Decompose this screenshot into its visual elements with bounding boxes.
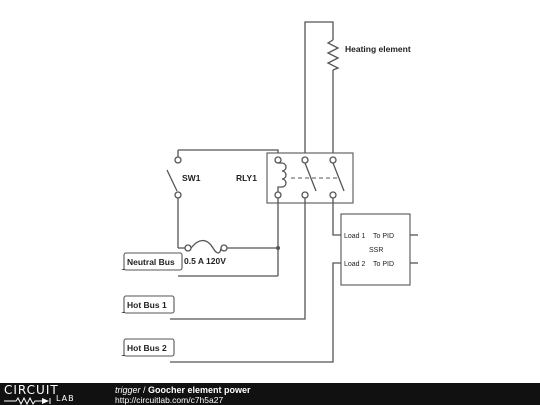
heating-element-resistor bbox=[326, 39, 340, 71]
neutral-bus-label: Neutral Bus bbox=[127, 257, 175, 267]
footer-separator: / bbox=[140, 385, 149, 395]
rly1-label: RLY1 bbox=[236, 173, 257, 183]
ssr-block bbox=[340, 213, 418, 286]
footer-url-link[interactable]: http://circuitlab.com/c7h5a27 bbox=[115, 395, 224, 405]
hot-bus-1-wire bbox=[170, 198, 306, 320]
ssr-load1-wire bbox=[332, 198, 341, 236]
rly1-relay bbox=[266, 152, 354, 204]
footer-bar: CIRCUIT LAB trigger / Goocher element po… bbox=[0, 383, 540, 405]
logo-resistor-icon bbox=[4, 397, 51, 405]
ssr-label: SSR bbox=[369, 247, 383, 254]
fuse-label: 0.5 A 120V bbox=[184, 256, 226, 266]
ssr-load2-label: Load 2 bbox=[344, 261, 366, 268]
sw1-switch bbox=[166, 149, 279, 248]
neutral-bus-tag: Neutral Bus bbox=[121, 252, 183, 271]
fuse bbox=[178, 239, 278, 254]
junction-dot bbox=[276, 246, 280, 250]
hot-bus-2-label: Hot Bus 2 bbox=[127, 343, 167, 353]
logo-text-bottom: LAB bbox=[56, 394, 75, 403]
footer-circuit-name[interactable]: Goocher element power bbox=[148, 385, 251, 395]
heating-element-label: Heating element bbox=[345, 44, 411, 54]
ssr-to-pid-top: To PID bbox=[373, 233, 394, 240]
hot-bus-2-tag: Hot Bus 2 bbox=[121, 338, 175, 357]
footer-title: trigger / Goocher element power bbox=[115, 385, 251, 395]
hot-bus-2-wire bbox=[170, 262, 341, 363]
hot-bus-1-label: Hot Bus 1 bbox=[127, 300, 167, 310]
schematic-svg: Heating element SW1 RLY1 0.5 A 120V bbox=[121, 21, 418, 363]
ssr-to-pid-bottom: To PID bbox=[373, 261, 394, 268]
heating-element-wiring bbox=[304, 21, 340, 195]
circuitlab-logo[interactable]: CIRCUIT LAB bbox=[4, 383, 92, 405]
logo-text-top: CIRCUIT bbox=[4, 383, 59, 397]
schematic-canvas: Heating element SW1 RLY1 0.5 A 120V bbox=[121, 21, 418, 363]
sw1-label: SW1 bbox=[182, 173, 201, 183]
footer-username[interactable]: trigger bbox=[115, 385, 141, 395]
hot-bus-1-tag: Hot Bus 1 bbox=[121, 295, 175, 314]
ssr-load1-label: Load 1 bbox=[344, 233, 366, 240]
